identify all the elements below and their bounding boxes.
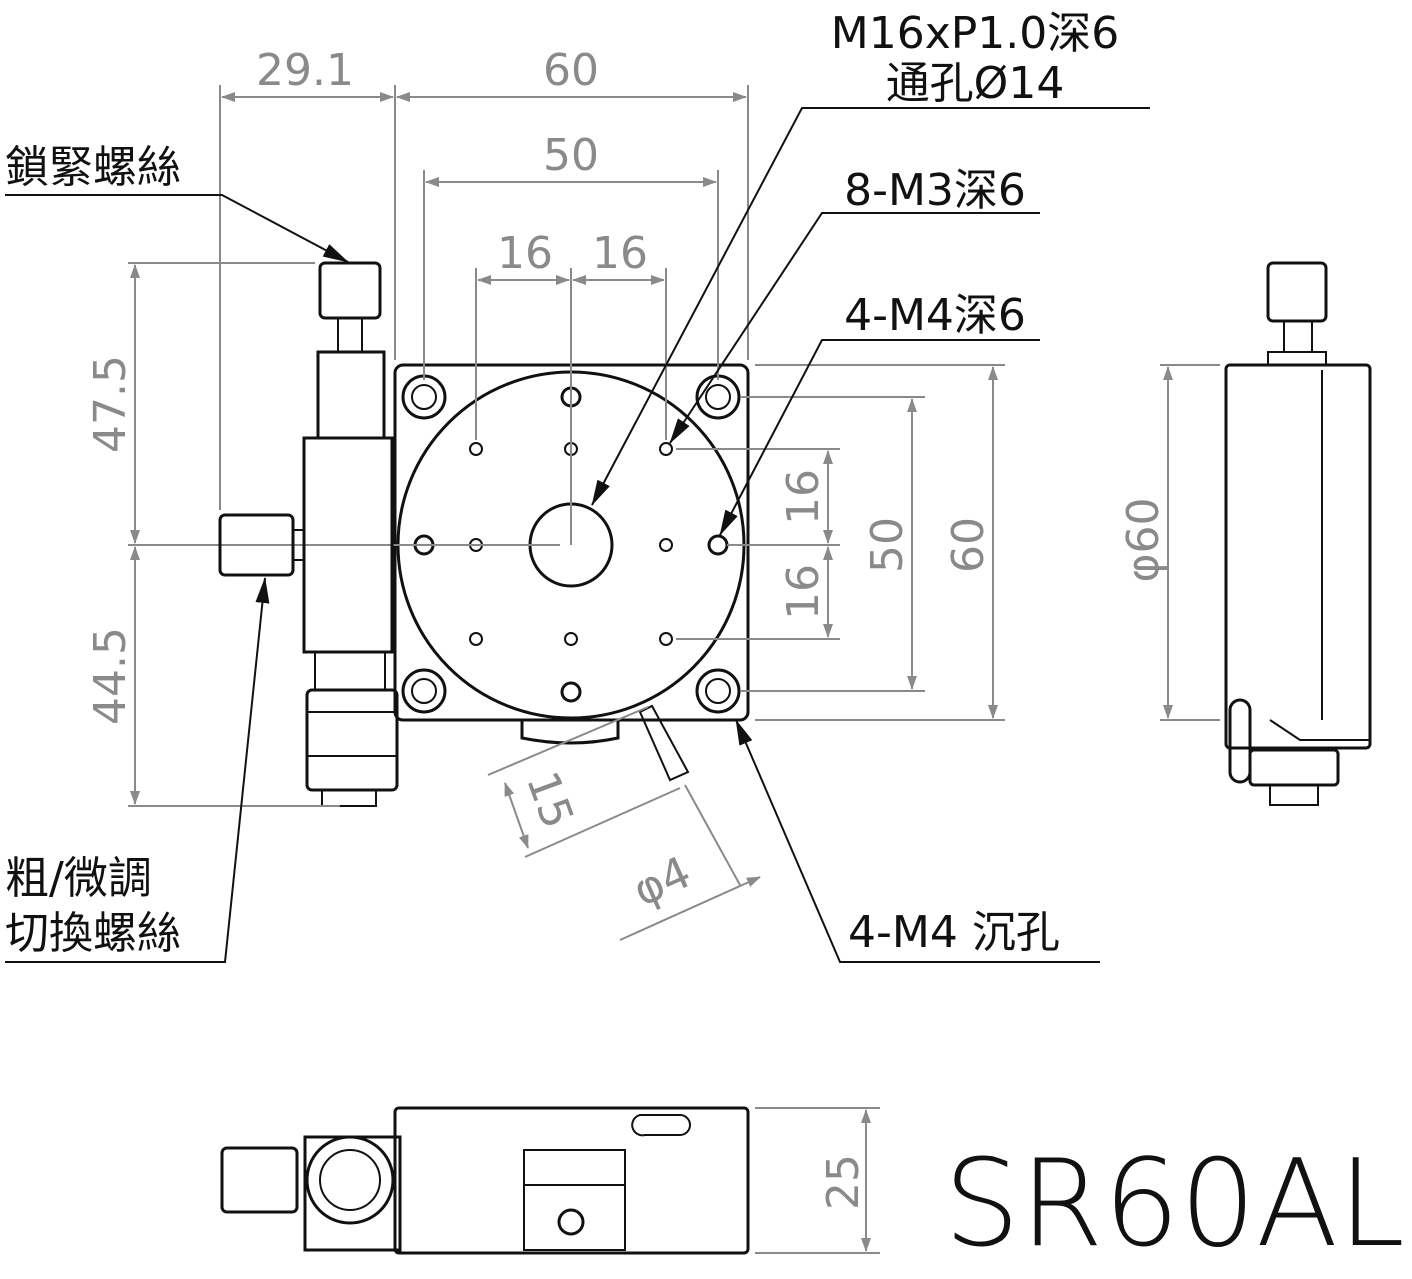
dim-v-16-b: 16 xyxy=(778,564,829,620)
model-name: SR60AL xyxy=(944,1135,1405,1274)
callouts: 鎖緊螺絲 M16xP1.0深6 通孔Ø14 8-M3深6 4-M4深6 粗/微調… xyxy=(5,8,1150,963)
label-m3-holes: 8-M3深6 xyxy=(844,165,1026,216)
dim-50: 50 xyxy=(543,130,599,181)
dim-phi-60: φ60 xyxy=(1118,497,1169,582)
label-center-thread-1: M16xP1.0深6 xyxy=(831,8,1120,59)
fine-adjust-knob xyxy=(305,688,399,792)
dim-44-5: 44.5 xyxy=(85,627,136,725)
dim-phi-4: φ4 xyxy=(626,847,699,917)
label-switch-screw-2: 切換螺絲 xyxy=(5,908,181,959)
dim-v-50: 50 xyxy=(862,517,913,573)
lock-lever xyxy=(638,704,690,782)
dim-16-a: 16 xyxy=(497,228,553,279)
dim-29-1: 29.1 xyxy=(256,45,354,96)
dim-60: 60 xyxy=(543,45,599,96)
label-lock-screw: 鎖緊螺絲 xyxy=(5,142,181,193)
label-m4-counterbore: 4-M4 沉孔 xyxy=(848,907,1060,958)
side-view: φ60 xyxy=(1118,261,1372,806)
dim-v-60: 60 xyxy=(943,517,994,573)
dim-15: 15 xyxy=(516,765,583,835)
front-view: 25 xyxy=(220,1106,880,1255)
label-switch-screw-1: 粗/微調 xyxy=(5,853,152,904)
label-m4-holes: 4-M4深6 xyxy=(844,290,1026,341)
dim-v-16-a: 16 xyxy=(778,469,829,525)
corner-counterbores xyxy=(401,374,741,714)
dim-47-5: 47.5 xyxy=(85,355,136,453)
top-view xyxy=(128,261,750,807)
dim-16-b: 16 xyxy=(592,228,648,279)
scale-tab xyxy=(520,720,620,745)
dim-25: 25 xyxy=(818,1154,869,1210)
lock-knob xyxy=(318,261,382,320)
label-center-thread-2: 通孔Ø14 xyxy=(886,58,1065,109)
